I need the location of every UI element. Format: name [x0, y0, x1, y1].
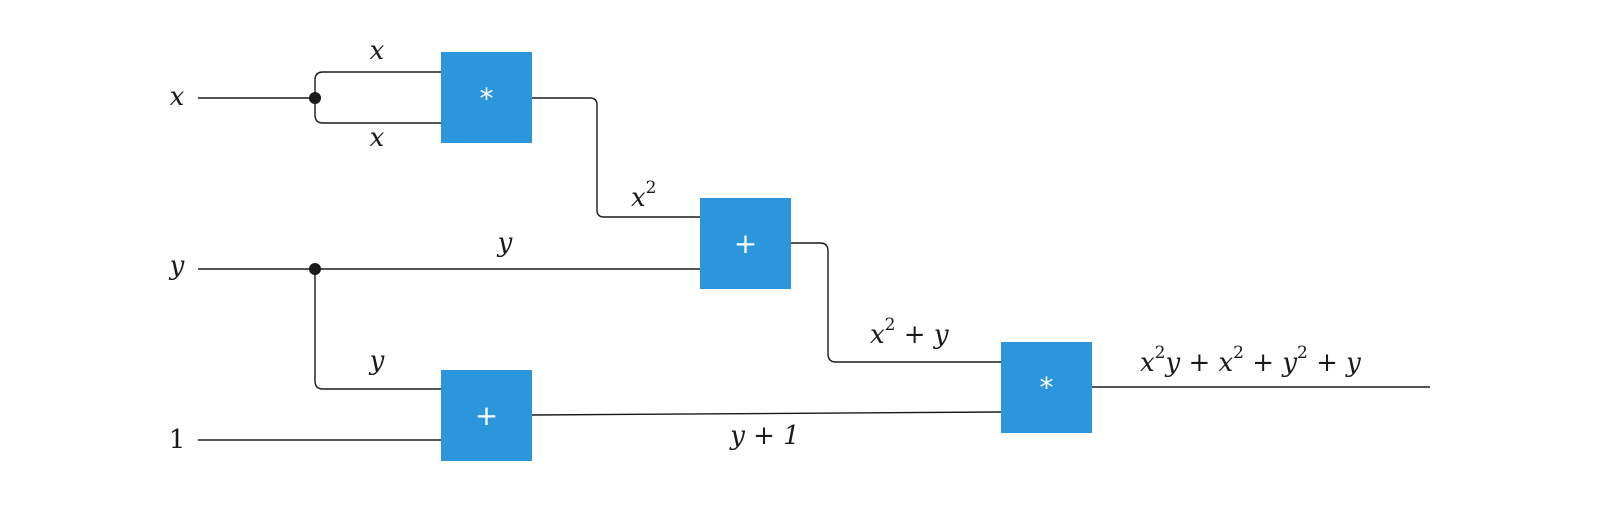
- edge-label-x-squared: x2: [631, 178, 657, 213]
- label-base: x: [631, 183, 646, 213]
- edge-label-x-lower: x: [370, 123, 385, 153]
- edge-label-y-plus-one: y + 1: [729, 421, 800, 451]
- label-exponent: 2: [646, 178, 657, 198]
- wire-y-plus-one: [531, 411, 1002, 416]
- wire-x-squared: [532, 97, 700, 218]
- wire-x-squared-plus-y: [791, 242, 1001, 363]
- gate-box: [441, 370, 532, 461]
- gate-box: [441, 52, 532, 143]
- gate-multiply-final: *: [1001, 342, 1092, 433]
- input-label-y: y: [169, 251, 185, 281]
- output-exponent: 2: [1233, 343, 1244, 363]
- output-term: y + x: [1165, 348, 1234, 378]
- edge-label-y-lower: y: [369, 346, 385, 376]
- output-term: + y: [1244, 348, 1297, 378]
- output-exponent: 2: [1297, 343, 1308, 363]
- label-exponent: 2: [885, 315, 896, 335]
- gate-multiply-x-x: *: [441, 52, 532, 143]
- gate-box: [700, 198, 791, 289]
- edge-label-x-upper: x: [370, 36, 385, 66]
- label-base: x: [870, 320, 885, 350]
- plus-symbol: +: [734, 227, 757, 260]
- gate-add-x2-y: +: [700, 198, 791, 289]
- wire-x-upper-branch: [314, 71, 441, 98]
- edge-label-x-squared-plus-y: x2 + y: [870, 315, 949, 350]
- edge-label-y-middle: y: [497, 228, 513, 258]
- junction-x: [309, 92, 321, 104]
- input-label-x: x: [170, 82, 185, 112]
- multiply-symbol: *: [480, 82, 494, 115]
- label-tail: + y: [896, 320, 949, 350]
- output-expression: x2y + x2 + y2 + y: [1140, 343, 1361, 378]
- wire-y-lower-branch: [314, 269, 441, 390]
- output-term: + y: [1308, 348, 1361, 378]
- output-exponent: 2: [1155, 343, 1166, 363]
- input-label-one: 1: [169, 425, 186, 455]
- gate-box: [1001, 342, 1092, 433]
- wire-x-lower-branch: [314, 98, 441, 124]
- gate-add-y-1: +: [441, 370, 532, 461]
- junction-y: [309, 263, 321, 275]
- multiply-symbol: *: [1040, 371, 1054, 404]
- output-term-base: x: [1140, 348, 1155, 378]
- plus-symbol: +: [475, 399, 498, 432]
